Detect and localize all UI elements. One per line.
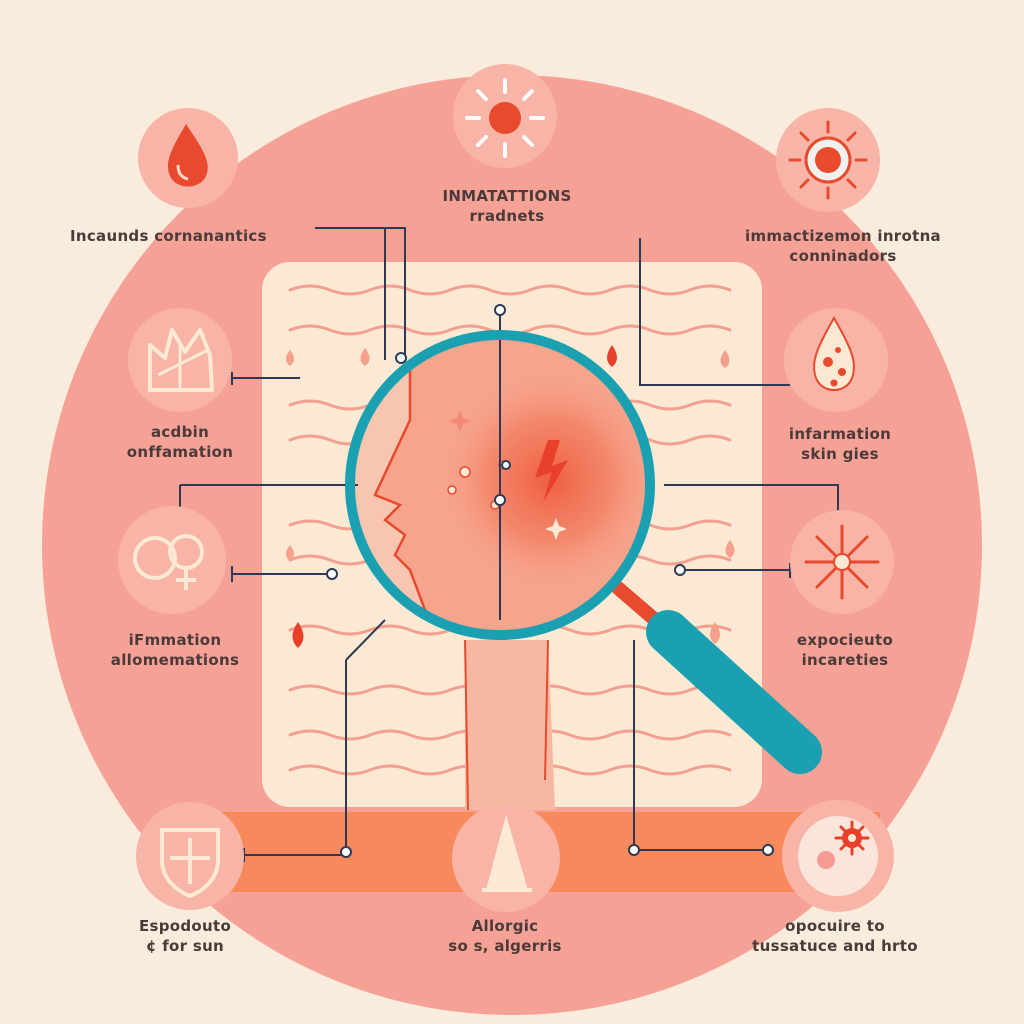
panel-drops: [286, 345, 735, 648]
gender-symbol-icon: [118, 506, 226, 614]
skin-spot-icon: [782, 800, 894, 912]
magnifying-glass-icon: [345, 330, 822, 774]
label-bottom-center: Allorgic so s, algerris: [448, 917, 562, 955]
sun-icon: [776, 108, 880, 212]
blood-drop-icon: [138, 108, 238, 208]
cone-icon: [452, 804, 560, 912]
flower-burst-icon: [790, 510, 894, 614]
connector-dots: [326, 304, 774, 858]
head-profile: [464, 639, 555, 811]
label-lower-left: iFmmation allomemations: [110, 631, 240, 669]
label-lower-right: expocieuto incareties: [796, 631, 894, 669]
label-mid-right: infarmation skin gies: [788, 425, 892, 463]
sun-icon: [453, 64, 557, 168]
spotted-drop-icon: [784, 308, 888, 412]
label-top-center: INMATATTIONS rradnets: [442, 187, 572, 225]
label-top-left: Incaunds cornanantics: [70, 227, 267, 245]
flame-icon: [128, 308, 232, 412]
label-bottom-left: Espodouto ¢ for sun: [138, 917, 232, 955]
magnifier-lens-content: [350, 335, 650, 635]
shield-cross-icon: [136, 802, 244, 910]
label-bottom-right: opocuire to tussatuce and hrto: [752, 917, 918, 955]
label-top-right: immactizemon inrotna conninadors: [745, 227, 941, 265]
label-mid-left: acdbin onffamation: [126, 423, 234, 461]
